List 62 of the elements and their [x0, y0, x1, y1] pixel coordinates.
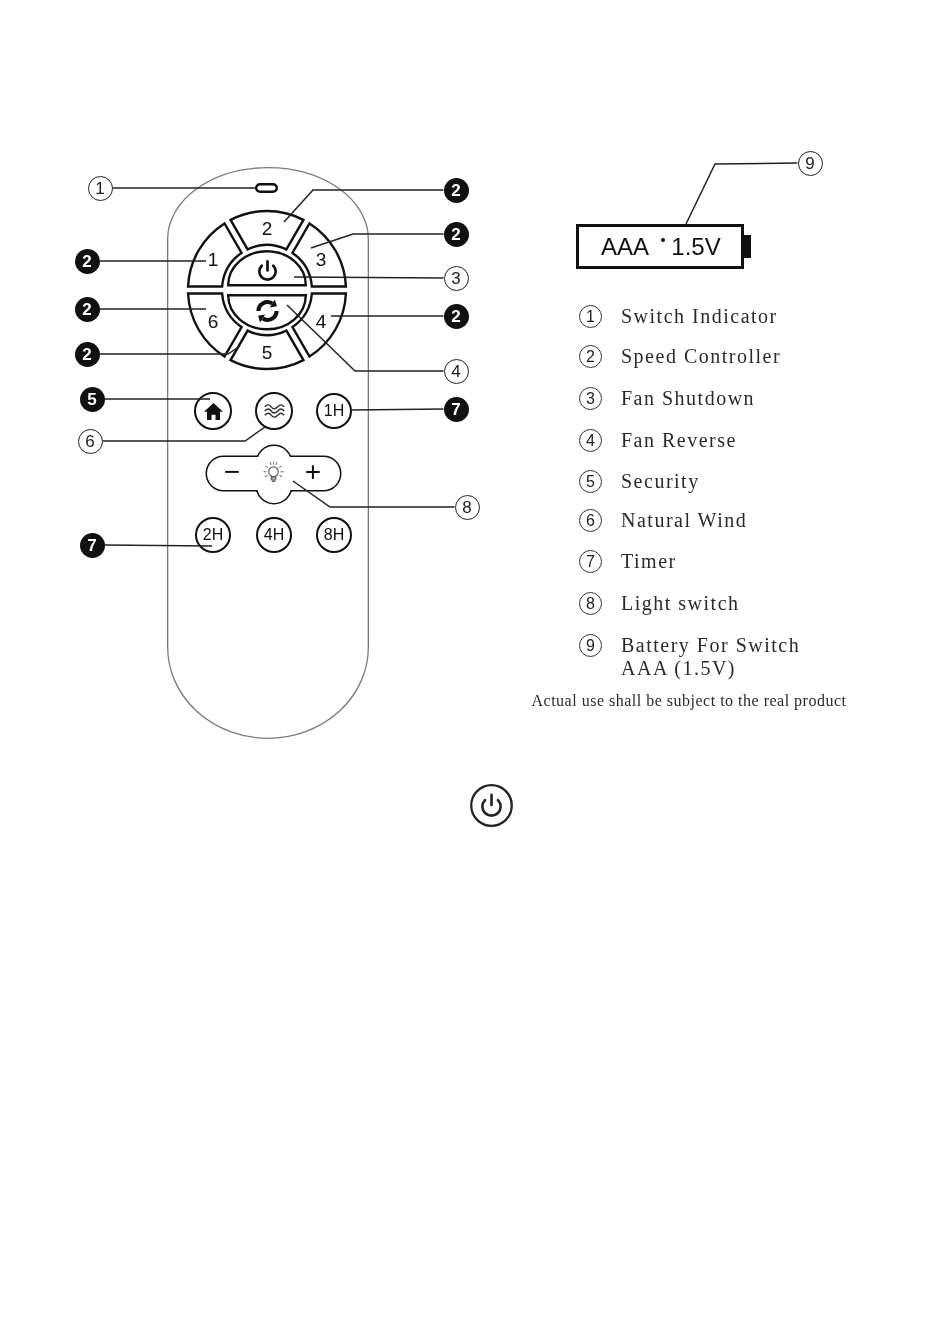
callout-number: 1 — [87, 175, 113, 201]
remote-control-body — [167, 167, 369, 739]
key-text: Timer — [621, 550, 677, 572]
callout-number: 2 — [74, 341, 100, 367]
leader-line — [103, 398, 211, 400]
leader-line — [98, 308, 207, 310]
key-text: Natural Wind — [621, 509, 748, 531]
dial-segment: 6 — [186, 292, 244, 359]
leader-line — [286, 304, 445, 372]
leader-line — [283, 189, 445, 223]
callout-number: 9 — [797, 150, 823, 176]
callout-number: 2 — [443, 177, 469, 203]
indicator-light — [255, 183, 278, 193]
callout-number: 7 — [443, 396, 469, 422]
home-button — [194, 392, 232, 430]
callout-number: 2 — [443, 221, 469, 247]
timer-button: 1H — [316, 393, 352, 429]
dial-segment: 5 — [229, 329, 305, 371]
wind-button — [255, 392, 293, 430]
callout-number: 7 — [79, 532, 105, 558]
timer-button: 8H — [316, 517, 352, 553]
callout-number: 6 — [77, 428, 103, 454]
battery — [576, 224, 751, 269]
plus-sign: + — [304, 458, 322, 486]
callout-number: 5 — [79, 386, 105, 412]
leader-line — [101, 426, 266, 442]
key-text: Fan Reverse — [621, 429, 737, 451]
leader-line — [351, 408, 445, 411]
key-text: Battery For Switch AAA (1.5V) — [621, 633, 802, 680]
light-control-button — [205, 444, 342, 505]
leader-line — [103, 544, 213, 547]
leader-line — [310, 233, 445, 249]
reverse-button — [227, 293, 307, 330]
leader-line — [685, 162, 799, 225]
dial-segment: 3 — [290, 221, 348, 288]
key-text: Fan Shutdown — [621, 387, 756, 409]
callout-number: 8 — [454, 494, 480, 520]
key-text: Switch Indicator — [621, 305, 778, 327]
key-text: Speed Controller — [621, 345, 782, 367]
power-button — [227, 250, 307, 287]
dial-segment: 2 — [229, 209, 305, 251]
dial-segment: 4 — [290, 292, 348, 359]
callout-number: 4 — [443, 358, 469, 384]
callout-number: 3 — [443, 265, 469, 291]
leader-line — [98, 345, 241, 355]
leader-line — [292, 480, 456, 508]
leader-line — [330, 315, 445, 317]
key-text: Light switch — [621, 592, 740, 614]
timer-button: 2H — [195, 517, 231, 553]
battery-label: AAA — [601, 235, 649, 259]
battery-label: 1.5V — [671, 235, 721, 259]
callout-number: 2 — [74, 296, 100, 322]
dial-segment: 1 — [186, 221, 244, 288]
leader-line — [111, 187, 256, 189]
key-text: Security — [621, 470, 700, 492]
minus-sign: − — [223, 458, 241, 486]
leader-line — [98, 260, 207, 262]
callout-number: 2 — [443, 303, 469, 329]
note-text: Actual use shall be subject to the real product — [530, 691, 848, 712]
leader-line — [293, 276, 445, 279]
callout-number: 2 — [74, 248, 100, 274]
timer-button: 4H — [256, 517, 292, 553]
